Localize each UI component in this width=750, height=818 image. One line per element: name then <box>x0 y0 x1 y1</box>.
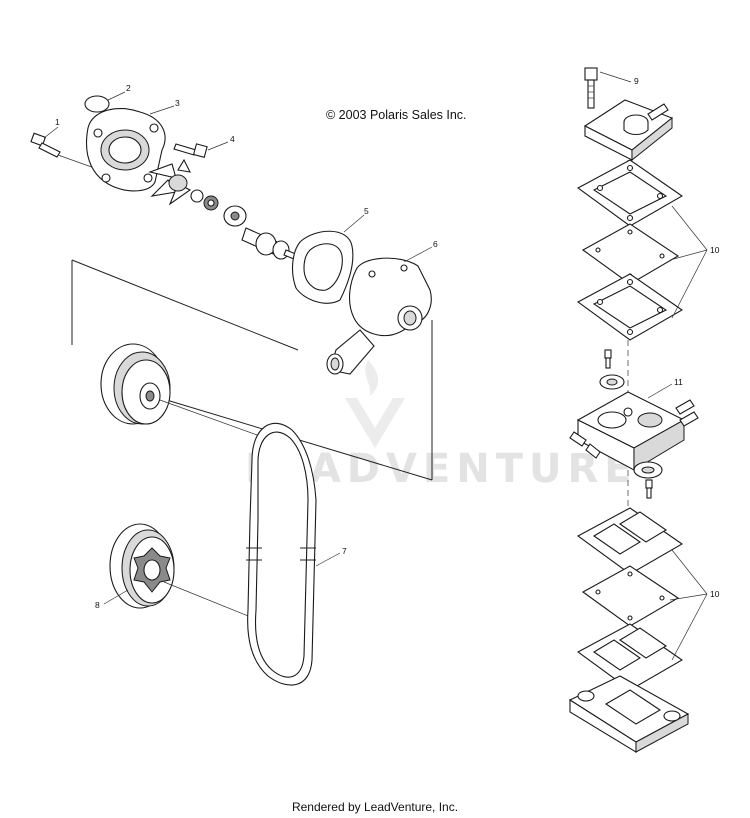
callout-1: 1 <box>55 117 60 127</box>
drive-belt-7 <box>246 422 317 686</box>
gasket-upper-1 <box>576 159 684 227</box>
callout-3: 3 <box>175 98 180 108</box>
copyright-notice: © 2003 Polaris Sales Inc. <box>326 108 467 122</box>
gasket-lower-1 <box>576 507 684 575</box>
callout-8: 8 <box>95 600 100 610</box>
pump-cover-3 <box>86 108 166 192</box>
gasket-5 <box>291 230 354 304</box>
callout-10-upper: 10 <box>710 245 720 255</box>
diaphragm-lower <box>581 565 680 627</box>
o-ring-2 <box>84 95 110 113</box>
drive-pulley-lower <box>109 523 259 621</box>
callout-6: 6 <box>433 239 438 249</box>
impeller <box>148 158 192 206</box>
fuel-pump-body-11 <box>569 391 699 471</box>
fuel-pump-cover <box>583 99 674 162</box>
bolt-1 <box>30 132 101 171</box>
leader-lines <box>43 71 708 661</box>
fuel-pump-base <box>568 675 690 753</box>
callout-11: 11 <box>674 377 683 387</box>
pump-shaft-assembly <box>190 189 297 260</box>
callout-10-lower: 10 <box>710 589 720 599</box>
bolt-4 <box>173 143 208 159</box>
gasket-lower-2 <box>576 623 684 691</box>
pump-housing-6 <box>326 257 432 375</box>
callouts: 1 2 3 4 5 6 7 8 9 10 11 10 <box>55 76 720 610</box>
callout-9: 9 <box>634 76 639 86</box>
callout-4: 4 <box>230 134 235 144</box>
gasket-upper-2 <box>576 273 684 341</box>
callout-5: 5 <box>364 206 369 216</box>
check-valve-upper <box>599 349 625 390</box>
callout-2: 2 <box>126 83 131 93</box>
check-valve-lower <box>633 461 663 499</box>
callout-7: 7 <box>342 546 347 556</box>
drive-pulley-upper <box>100 343 261 437</box>
footer-credit: Rendered by LeadVenture, Inc. <box>291 800 459 814</box>
screw-9 <box>584 67 598 109</box>
